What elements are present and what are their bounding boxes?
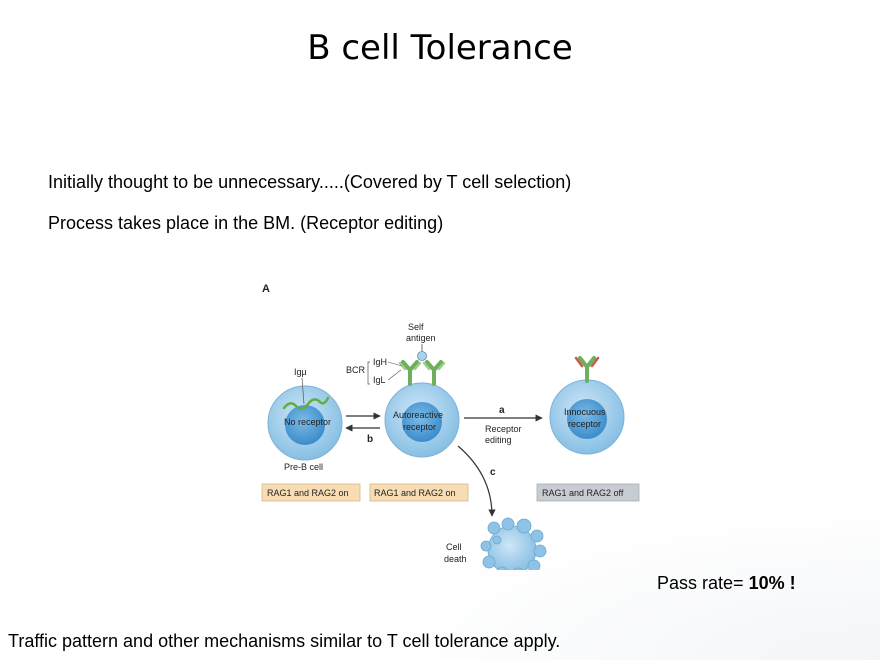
pass-rate-label: Pass rate= (657, 573, 744, 593)
pre-b-cell-caption: Pre-B cell (284, 462, 323, 472)
rag-box-1-label: RAG1 and RAG2 on (267, 488, 349, 498)
rag-box-3-label: RAG1 and RAG2 off (542, 488, 624, 498)
bcr-receptor-icon (398, 360, 422, 386)
autoreactive-cell (384, 360, 460, 458)
rag-box-2 (369, 483, 469, 502)
panel-label: A (262, 283, 270, 295)
self-antigen-label-line2: antigen (406, 333, 436, 343)
receptor-editing-line2: editing (485, 435, 512, 445)
b-cell-tolerance-diagram: A Self antigen Igμ No receptor Pre-B cel… (261, 283, 640, 570)
cell1-receptor-label: No receptor (284, 417, 331, 427)
bcr-receptor-icon-2 (422, 360, 446, 386)
innocuous-cell (549, 356, 625, 455)
pass-rate-value: 10% ! (748, 573, 796, 593)
self-antigen-icon (417, 351, 427, 361)
pre-b-cell (267, 385, 343, 461)
slide-title: B cell Tolerance (307, 28, 573, 68)
cell-death-line1: Cell (446, 542, 462, 552)
bcr-label: BCR (346, 365, 366, 375)
rag-box-1 (261, 483, 361, 502)
igh-label: IgH (373, 357, 387, 367)
bcr-bracket (367, 361, 370, 385)
apoptotic-cell-icon (480, 517, 547, 570)
pass-rate: Pass rate= 10% ! (657, 573, 796, 594)
arrow-c-label: c (490, 467, 496, 478)
bullet-receptor-editing: Process takes place in the BM. (Receptor… (48, 213, 444, 233)
bullet-unnecessary: Initially thought to be unnecessary.....… (48, 172, 572, 192)
cell2-label-line2: receptor (403, 422, 436, 432)
arrow-a-label: a (499, 405, 505, 416)
innocuous-receptor-icon (574, 356, 600, 383)
igmu-chain-icon (282, 396, 330, 410)
cell-death-line2: death (444, 554, 467, 564)
footer-note: Traffic pattern and other mechanisms sim… (8, 631, 561, 651)
arrow-b-label: b (367, 434, 373, 445)
igmu-pointer (301, 377, 305, 405)
cell3-label-line1: Innocuous (564, 407, 606, 417)
igmu-label: Igμ (294, 367, 307, 377)
self-antigen-label-line1: Self (408, 322, 424, 332)
receptor-editing-line1: Receptor (485, 424, 522, 434)
cell2-label-line1: Autoreactive (393, 410, 443, 420)
rag-box-3 (536, 483, 640, 502)
rag-box-2-label: RAG1 and RAG2 on (374, 488, 456, 498)
cell3-label-line2: receptor (568, 419, 601, 429)
arrow-c (457, 445, 496, 517)
igl-label: IgL (373, 375, 386, 385)
